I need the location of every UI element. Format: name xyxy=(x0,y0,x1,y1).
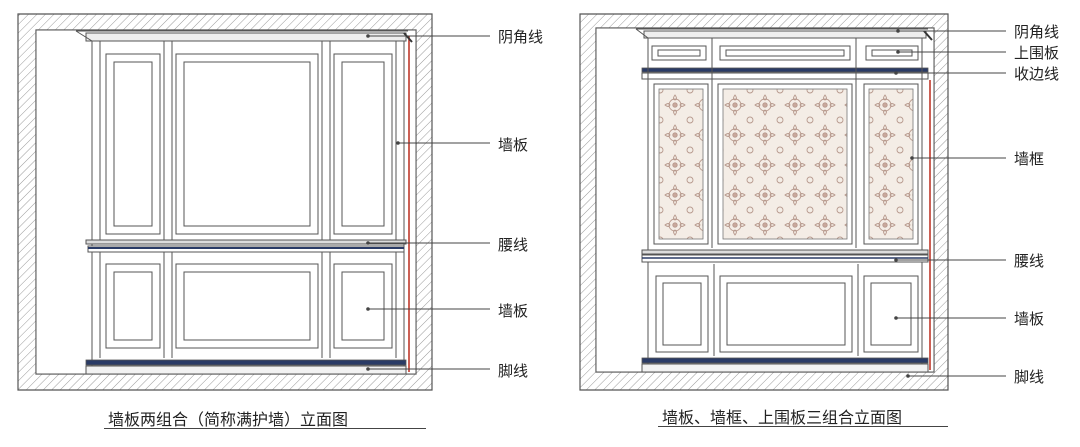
right-lower-panel-3 xyxy=(863,275,919,353)
right-edge-trim xyxy=(641,67,929,80)
label-yinjiaoxian-right: 阴角线 xyxy=(1014,23,1060,41)
right-wall-frame-1 xyxy=(653,83,709,245)
label-shangweiban: 上围板 xyxy=(1014,44,1060,62)
caption-left: 墙板两组合（简称满护墙）立面图 xyxy=(108,410,349,429)
right-wall-frame-3 xyxy=(863,83,919,245)
left-upper-panel-3 xyxy=(333,53,393,235)
right-lower-panel-1 xyxy=(655,275,709,353)
left-lower-panel-3 xyxy=(333,263,393,349)
left-cornice xyxy=(75,30,408,42)
right-leaders xyxy=(896,30,1006,377)
left-elevation xyxy=(17,13,490,391)
label-jiaoxian-left: 脚线 xyxy=(498,362,529,380)
left-skirting xyxy=(85,359,407,375)
right-elevation xyxy=(579,13,1006,391)
left-waist-rail xyxy=(85,239,407,253)
label-yinjiaoxian-left: 阴角线 xyxy=(498,28,544,46)
right-leader-dots xyxy=(894,29,914,378)
right-skirting xyxy=(641,357,929,373)
right-lower-panel-2 xyxy=(719,275,853,353)
right-upper-apron xyxy=(651,45,919,61)
left-lower-stiles xyxy=(99,252,397,358)
caption-right-underline xyxy=(658,426,948,427)
label-yaoxian-left: 腰线 xyxy=(498,236,529,254)
left-leader-dots xyxy=(366,34,400,371)
label-yaoxian-right: 腰线 xyxy=(1014,252,1045,270)
label-qiangban-lower-left: 墙板 xyxy=(498,302,529,320)
label-jiaoxian-right: 脚线 xyxy=(1014,368,1045,386)
left-upper-stiles xyxy=(91,41,405,370)
left-upper-panel-2 xyxy=(175,53,319,235)
right-stiles xyxy=(647,38,923,372)
label-qiangban-upper-left: 墙板 xyxy=(498,136,529,154)
left-lower-panel-1 xyxy=(105,263,161,349)
label-shoubianxian: 收边线 xyxy=(1014,65,1060,83)
label-qiangban-right: 墙板 xyxy=(1014,310,1045,328)
label-qiangkuang: 墙框 xyxy=(1014,150,1045,168)
left-lower-panel-2 xyxy=(175,263,319,349)
caption-left-underline xyxy=(104,428,426,429)
right-wall-frame-2 xyxy=(717,83,853,245)
left-upper-panel-1 xyxy=(105,53,161,235)
caption-right: 墙板、墙框、上围板三组合立面图 xyxy=(662,408,903,427)
left-leaders xyxy=(368,35,490,370)
right-waist-rail xyxy=(641,249,929,263)
